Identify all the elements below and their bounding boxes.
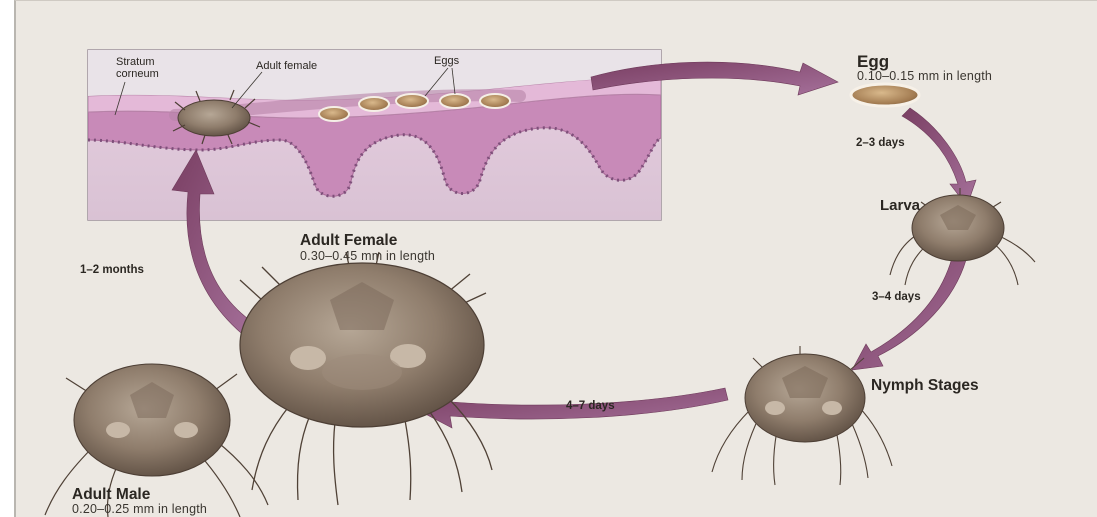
larva-title: Larva [880,197,920,214]
arrow-egg-to-larva [902,108,976,206]
duration-adult-to-skin: 1–2 months [80,264,144,276]
duration-egg-to-larva: 2–3 days [856,137,905,149]
skin-cross-section-inset [88,50,661,220]
duration-larva-to-nymph: 3–4 days [872,291,921,303]
adult-female-title: Adult Female [300,232,397,250]
adult-female-illustration [240,252,492,505]
label-stratum-corneum: Stratum corneum [116,56,159,80]
nymph-title: Nymph Stages [871,377,979,395]
label-stratum-line2: corneum [116,68,159,80]
label-inset-adult-female: Adult female [256,60,317,72]
arrow-larva-to-nymph [852,258,966,370]
adult-male-size: 0.20–0.25 mm in length [72,502,207,516]
adult-female-size: 0.30–0.45 mm in length [300,249,435,263]
duration-nymph-to-adult: 4–7 days [566,400,615,412]
egg-size: 0.10–0.15 mm in length [857,69,992,83]
label-stratum-line1: Stratum [116,56,159,68]
label-eggs: Eggs [434,55,459,67]
egg-illustration [851,84,919,106]
